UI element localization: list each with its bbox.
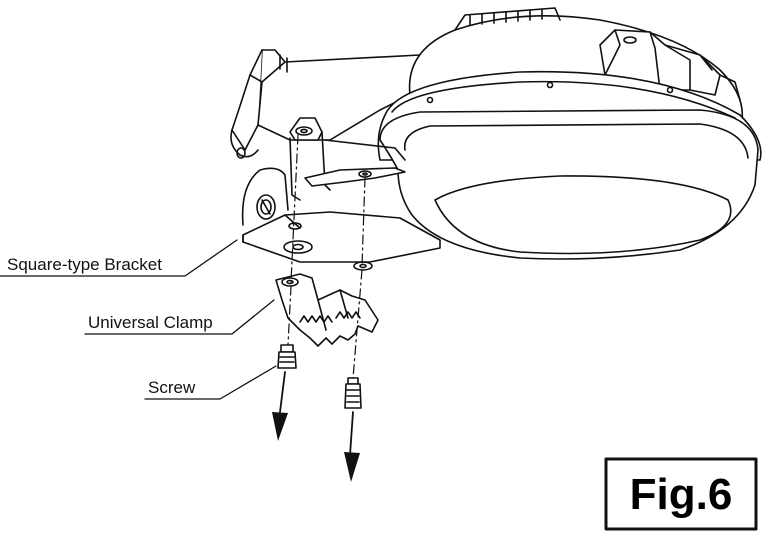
arrowhead-right xyxy=(344,452,360,482)
label-square-bracket: Square-type Bracket xyxy=(7,255,162,274)
label-screw: Screw xyxy=(148,378,196,397)
upper-bracket xyxy=(289,117,406,201)
fixture-lens xyxy=(379,109,759,260)
label-universal-clamp: Universal Clamp xyxy=(88,313,213,332)
alignment-lines xyxy=(287,134,366,379)
leader-lines xyxy=(0,239,277,400)
figure-box xyxy=(604,457,758,531)
screw-right xyxy=(344,377,362,409)
screw-left xyxy=(277,344,297,369)
arrowhead-left xyxy=(272,412,288,441)
direction-arrows xyxy=(279,371,354,456)
universal-clamp xyxy=(275,273,379,347)
light-fixture xyxy=(230,7,762,260)
figure-caption: Fig.6 xyxy=(630,470,733,519)
